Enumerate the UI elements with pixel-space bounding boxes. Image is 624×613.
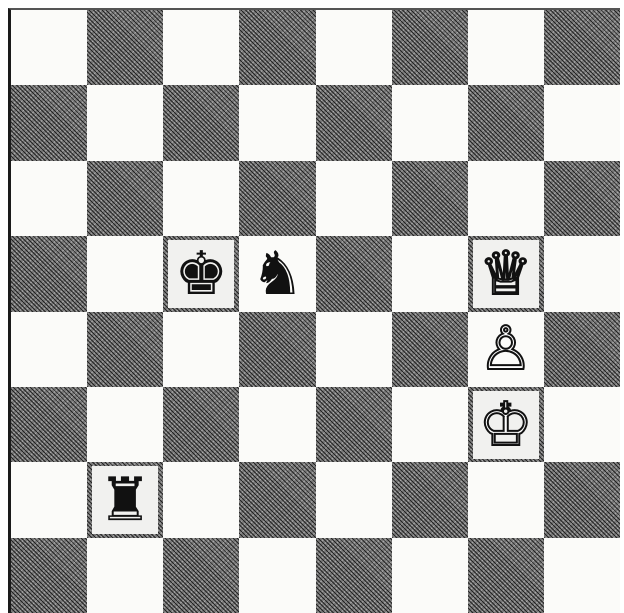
square-b7[interactable]	[87, 85, 163, 160]
square-e6[interactable]	[316, 161, 392, 236]
square-a5[interactable]	[11, 236, 87, 311]
square-a8[interactable]	[11, 10, 87, 85]
square-a6[interactable]	[11, 161, 87, 236]
square-f7[interactable]	[392, 85, 468, 160]
square-g8[interactable]	[468, 10, 544, 85]
square-f3[interactable]	[392, 387, 468, 462]
square-e8[interactable]	[316, 10, 392, 85]
chess-board: ♚ ♞ ♕ ♙ ♔ ♜	[11, 10, 620, 613]
square-f6[interactable]	[392, 161, 468, 236]
square-f5[interactable]	[392, 236, 468, 311]
square-d1[interactable]	[239, 538, 315, 613]
black-knight-icon[interactable]: ♞	[251, 244, 305, 304]
square-a7[interactable]	[11, 85, 87, 160]
square-d8[interactable]	[239, 10, 315, 85]
square-e2[interactable]	[316, 462, 392, 537]
white-queen-icon[interactable]: ♕	[473, 240, 539, 308]
square-c2[interactable]	[163, 462, 239, 537]
square-g5[interactable]: ♕	[468, 236, 544, 311]
square-g3[interactable]: ♔	[468, 387, 544, 462]
square-e4[interactable]	[316, 312, 392, 387]
white-king-icon[interactable]: ♔	[473, 391, 539, 459]
black-king-icon[interactable]: ♚	[168, 240, 234, 308]
square-h2[interactable]	[544, 462, 620, 537]
square-a3[interactable]	[11, 387, 87, 462]
square-b6[interactable]	[87, 161, 163, 236]
square-g7[interactable]	[468, 85, 544, 160]
square-a4[interactable]	[11, 312, 87, 387]
square-b1[interactable]	[87, 538, 163, 613]
square-g2[interactable]	[468, 462, 544, 537]
square-d2[interactable]	[239, 462, 315, 537]
square-h4[interactable]	[544, 312, 620, 387]
square-g6[interactable]	[468, 161, 544, 236]
square-h6[interactable]	[544, 161, 620, 236]
square-b5[interactable]	[87, 236, 163, 311]
white-pawn-icon[interactable]: ♙	[479, 319, 533, 379]
square-h1[interactable]	[544, 538, 620, 613]
square-e1[interactable]	[316, 538, 392, 613]
square-c4[interactable]	[163, 312, 239, 387]
square-a2[interactable]	[11, 462, 87, 537]
square-g4[interactable]: ♙	[468, 312, 544, 387]
square-c7[interactable]	[163, 85, 239, 160]
square-e7[interactable]	[316, 85, 392, 160]
square-f4[interactable]	[392, 312, 468, 387]
square-c6[interactable]	[163, 161, 239, 236]
square-f2[interactable]	[392, 462, 468, 537]
square-h7[interactable]	[544, 85, 620, 160]
square-d4[interactable]	[239, 312, 315, 387]
square-c5[interactable]: ♚	[163, 236, 239, 311]
square-e5[interactable]	[316, 236, 392, 311]
square-f8[interactable]	[392, 10, 468, 85]
square-d5[interactable]: ♞	[239, 236, 315, 311]
square-b4[interactable]	[87, 312, 163, 387]
square-c8[interactable]	[163, 10, 239, 85]
square-d7[interactable]	[239, 85, 315, 160]
square-h5[interactable]	[544, 236, 620, 311]
square-a1[interactable]	[11, 538, 87, 613]
square-d6[interactable]	[239, 161, 315, 236]
square-c3[interactable]	[163, 387, 239, 462]
square-h3[interactable]	[544, 387, 620, 462]
square-f1[interactable]	[392, 538, 468, 613]
square-c1[interactable]	[163, 538, 239, 613]
black-rook-icon[interactable]: ♜	[92, 466, 158, 534]
square-b3[interactable]	[87, 387, 163, 462]
square-d3[interactable]	[239, 387, 315, 462]
square-h8[interactable]	[544, 10, 620, 85]
square-b8[interactable]	[87, 10, 163, 85]
square-e3[interactable]	[316, 387, 392, 462]
square-b2[interactable]: ♜	[87, 462, 163, 537]
square-g1[interactable]	[468, 538, 544, 613]
